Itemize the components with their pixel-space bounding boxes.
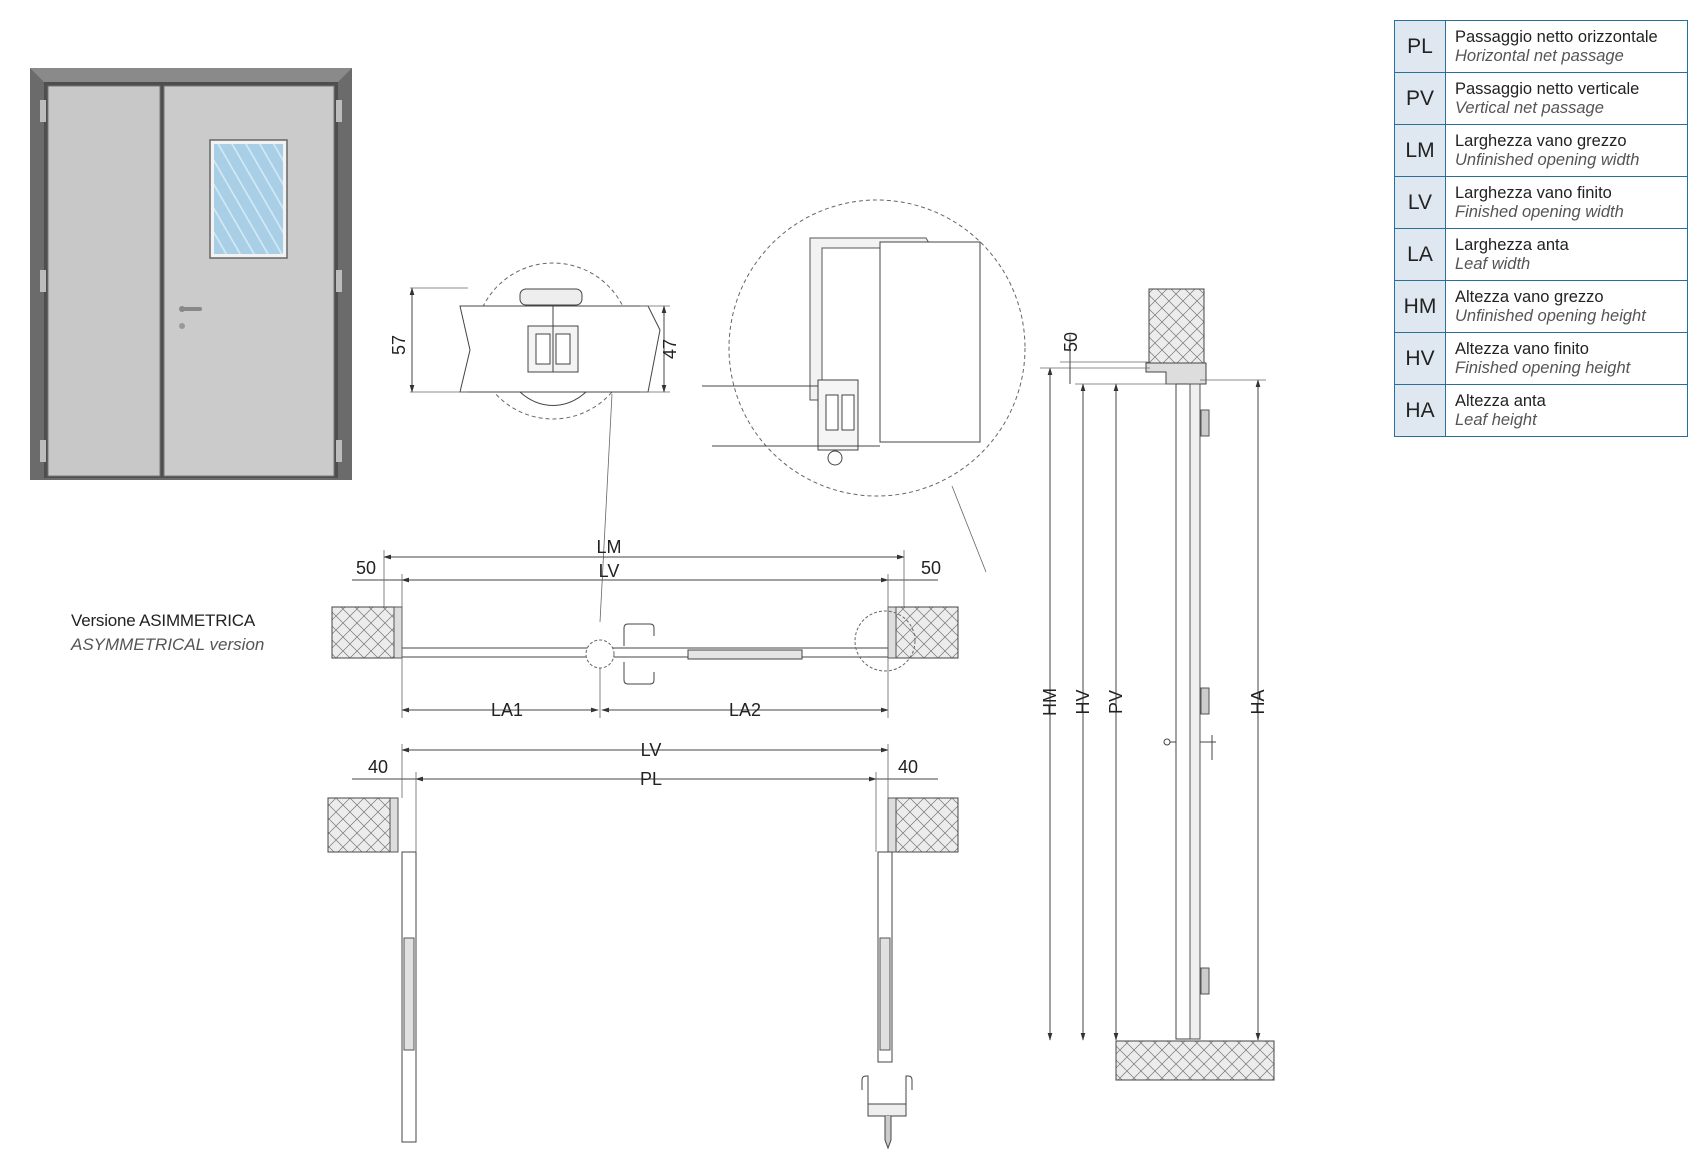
legend-it: Altezza vano finito bbox=[1455, 339, 1589, 358]
dim-50-right: 50 bbox=[921, 558, 941, 578]
legend-it: Larghezza vano finito bbox=[1455, 183, 1612, 202]
legend-it: Passaggio netto orizzontale bbox=[1455, 27, 1658, 46]
caption-english: ASYMMETRICAL version bbox=[71, 635, 265, 654]
dim-57: 57 bbox=[389, 335, 409, 355]
caption-italian: Versione ASIMMETRICA bbox=[71, 611, 256, 630]
door-elevation bbox=[30, 68, 352, 480]
legend-code: PL bbox=[1394, 20, 1446, 73]
legend-code: PV bbox=[1394, 72, 1446, 125]
legend-en: Finished opening height bbox=[1455, 358, 1631, 377]
dim-HV: HV bbox=[1073, 689, 1093, 714]
legend-it: Larghezza anta bbox=[1455, 235, 1569, 254]
legend-it: Altezza vano grezzo bbox=[1455, 287, 1604, 306]
dim-HA: HA bbox=[1248, 689, 1268, 714]
dim-LM: LM bbox=[596, 537, 621, 557]
legend-code: HA bbox=[1394, 384, 1446, 437]
dim-40-right: 40 bbox=[898, 757, 918, 777]
dim-HM: HM bbox=[1040, 688, 1060, 716]
dim-PV: PV bbox=[1106, 690, 1126, 714]
legend-en: Horizontal net passage bbox=[1455, 46, 1624, 65]
legend-en: Leaf height bbox=[1455, 410, 1537, 429]
dim-PL: PL bbox=[640, 769, 662, 789]
plan-open bbox=[327, 744, 959, 1150]
legend-en: Unfinished opening height bbox=[1455, 306, 1646, 325]
legend-it: Larghezza vano grezzo bbox=[1455, 131, 1627, 150]
dimension-labels: 57 47 LM LV 50 50 LA1 LA2 LV PL 40 40 50… bbox=[356, 332, 1268, 789]
dim-LV-top: LV bbox=[599, 561, 620, 581]
detail-right bbox=[702, 199, 1026, 573]
dim-LV-bottom: LV bbox=[641, 740, 662, 760]
version-caption: Versione ASIMMETRICA ASYMMETRICAL versio… bbox=[71, 611, 331, 655]
dim-LA2: LA2 bbox=[729, 700, 761, 720]
legend-code: HV bbox=[1394, 332, 1446, 385]
dim-50-left: 50 bbox=[356, 558, 376, 578]
vertical-section bbox=[1040, 288, 1275, 1081]
legend-code: LV bbox=[1394, 176, 1446, 229]
legend-code: HM bbox=[1394, 280, 1446, 333]
dim-LA1: LA1 bbox=[491, 700, 523, 720]
dim-50-side: 50 bbox=[1061, 332, 1081, 352]
dim-40-left: 40 bbox=[368, 757, 388, 777]
legend-it: Altezza anta bbox=[1455, 391, 1546, 410]
dim-47: 47 bbox=[660, 339, 680, 359]
detail-left bbox=[409, 262, 670, 623]
legend-en: Leaf width bbox=[1455, 254, 1531, 273]
legend-it: Passaggio netto verticale bbox=[1455, 79, 1640, 98]
legend-en: Unfinished opening width bbox=[1455, 150, 1640, 169]
legend-code: LM bbox=[1394, 124, 1446, 177]
legend-en: Vertical net passage bbox=[1455, 98, 1604, 117]
legend-en: Finished opening width bbox=[1455, 202, 1624, 221]
plan-closed bbox=[331, 550, 959, 718]
legend-code: LA bbox=[1394, 228, 1446, 281]
